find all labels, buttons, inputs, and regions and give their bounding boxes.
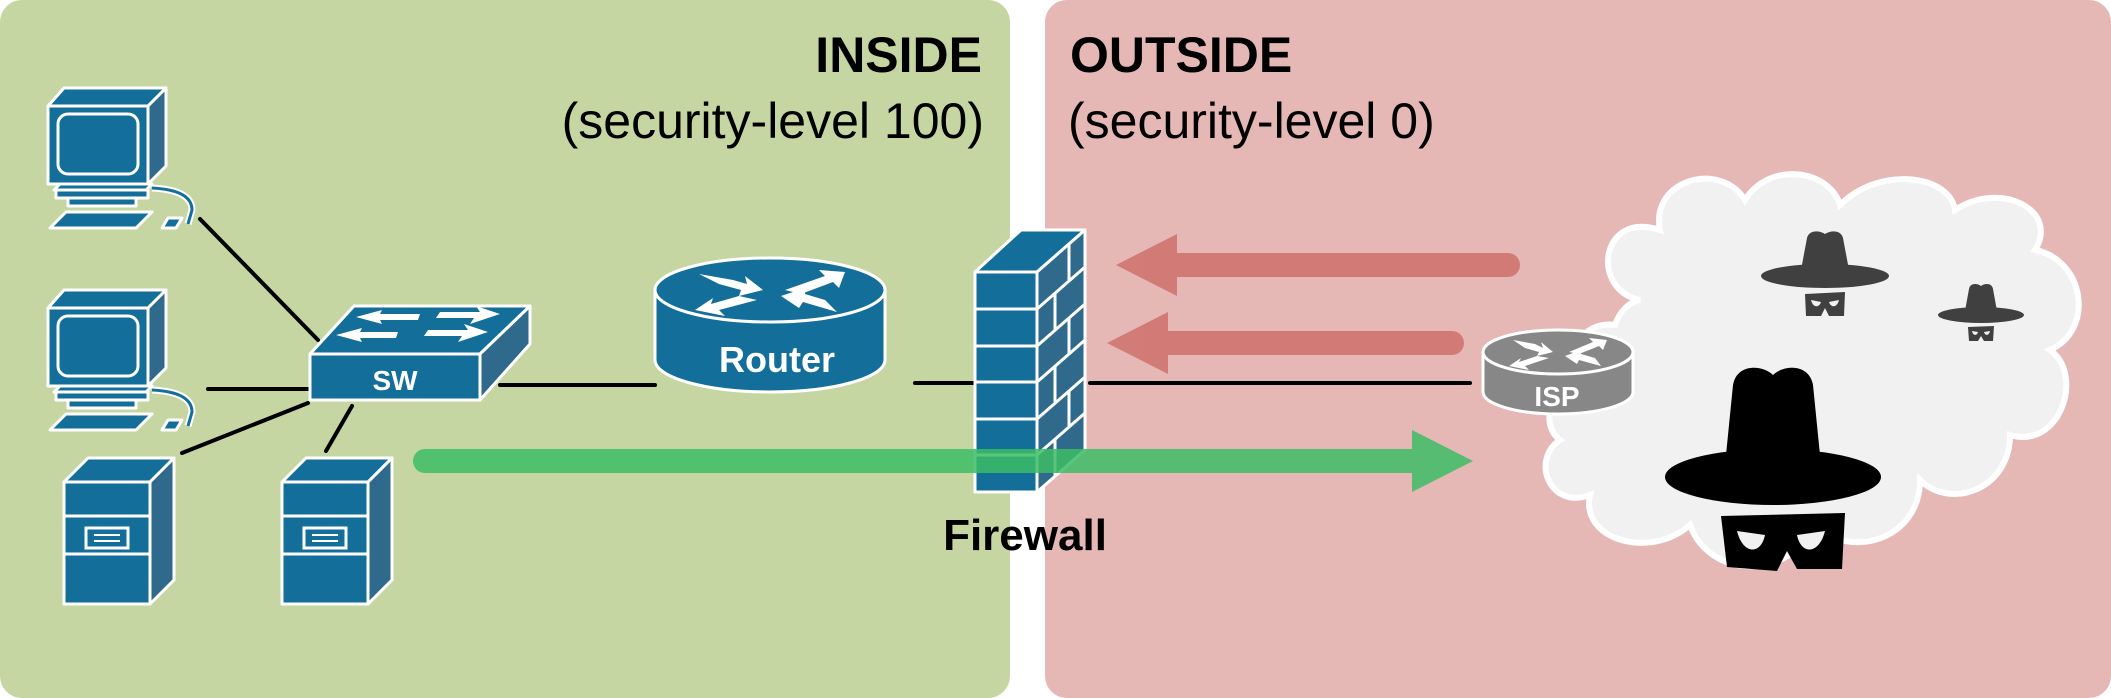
outside-subtitle: (security-level 0) bbox=[1068, 93, 1435, 149]
workstation-icon bbox=[46, 288, 196, 432]
link-server1-switch bbox=[180, 401, 310, 455]
firewall-icon: Firewall bbox=[943, 228, 1107, 560]
inside-title: INSIDE bbox=[815, 27, 982, 83]
blocked-flow-arrow bbox=[1107, 312, 1464, 374]
allowed-flow-arrow bbox=[413, 430, 1473, 492]
attacker-icon bbox=[1938, 284, 2024, 341]
isp-label: ISP bbox=[1534, 381, 1579, 412]
switch-label: SW bbox=[372, 365, 418, 396]
blocked-flow-arrow bbox=[1116, 234, 1520, 296]
link-pc1-switch bbox=[198, 217, 320, 342]
firewall-label: Firewall bbox=[943, 511, 1107, 560]
attacker-icon bbox=[1665, 367, 1881, 571]
outside-title: OUTSIDE bbox=[1070, 27, 1292, 83]
router-icon: Router bbox=[653, 256, 887, 394]
inside-subtitle: (security-level 100) bbox=[562, 93, 984, 149]
workstation-icon bbox=[46, 86, 196, 230]
isp-router-icon: ISP bbox=[1481, 328, 1635, 416]
attacker-icon bbox=[1761, 231, 1889, 316]
server-icon bbox=[280, 456, 394, 606]
router-label: Router bbox=[719, 339, 835, 380]
link-server2-switch bbox=[324, 404, 354, 453]
network-links bbox=[180, 217, 1472, 455]
switch-icon: SW bbox=[308, 304, 532, 402]
server-icon bbox=[62, 456, 176, 606]
